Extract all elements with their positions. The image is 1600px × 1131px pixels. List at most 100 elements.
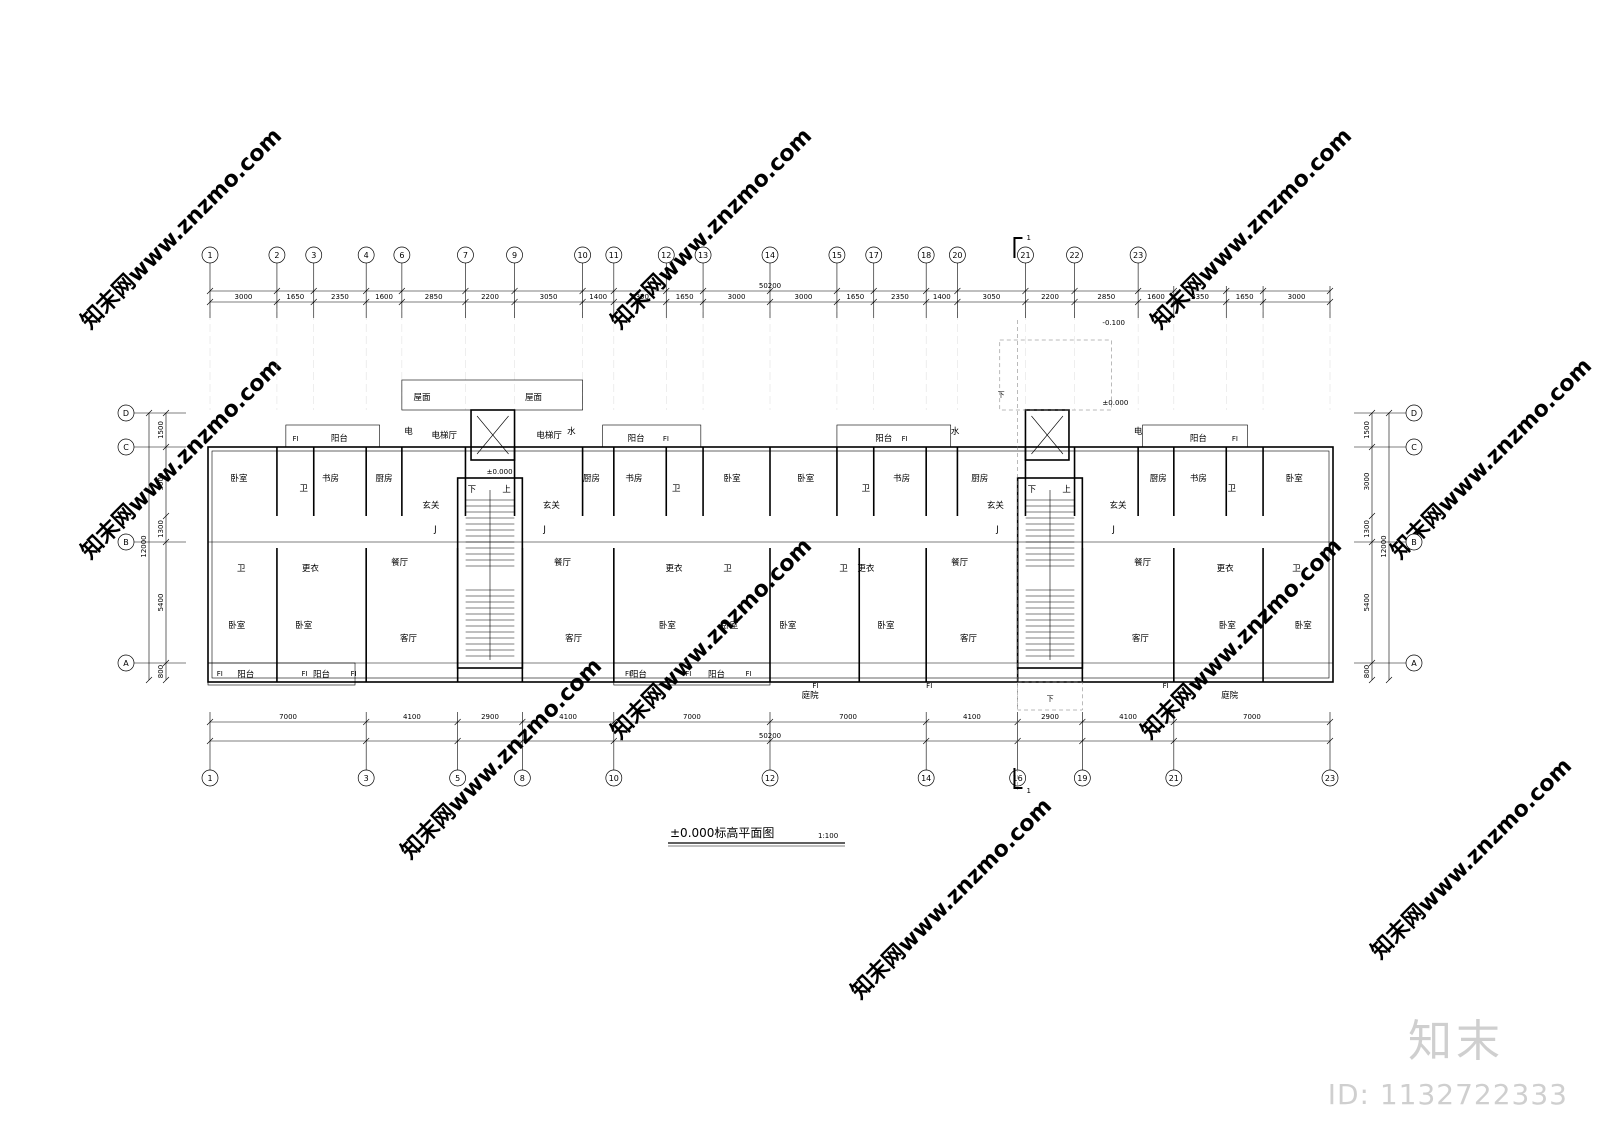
axis-circle xyxy=(917,769,935,787)
axis-circle xyxy=(506,246,523,264)
axis-label: 23 xyxy=(1325,774,1335,783)
dimension-label: 1650 xyxy=(846,293,864,301)
room-label: 阳台 xyxy=(628,433,645,444)
dimension-label: 7000 xyxy=(279,713,297,721)
room-label: 餐厅 xyxy=(554,558,572,568)
axis-label: 21 xyxy=(1020,251,1030,260)
axis-marker: 13 xyxy=(694,246,712,264)
stair-down-label: 下 xyxy=(998,391,1005,399)
axis-circle xyxy=(1066,246,1083,264)
axis-marker: B xyxy=(117,533,135,551)
axis-label: 12 xyxy=(765,774,775,783)
axis-label: 9 xyxy=(512,251,517,260)
axis-marker: 3 xyxy=(305,246,323,264)
axis-label: 1 xyxy=(207,774,212,783)
room-label: 餐厅 xyxy=(1134,558,1152,568)
dimension-label: 2850 xyxy=(425,293,443,301)
room-label: 书房 xyxy=(625,473,642,484)
room-label: 卧室 xyxy=(1219,620,1237,631)
drawing-scale-text: 1:100 xyxy=(818,832,838,840)
axis-marker: 17 xyxy=(865,246,883,264)
axis-marker: 11 xyxy=(605,246,623,264)
axis-label: 6 xyxy=(399,251,404,260)
axis-marker: 10 xyxy=(605,769,623,787)
room-label: 阳台 xyxy=(1190,433,1207,444)
axis-label: C xyxy=(123,443,129,452)
axis-marker: A xyxy=(117,654,135,672)
room-label: 电 xyxy=(404,426,413,437)
dimension-tick xyxy=(162,676,170,684)
axis-label: A xyxy=(123,659,129,668)
dimension-label: 4100 xyxy=(403,713,421,721)
elevator-cross xyxy=(1031,415,1064,455)
axis-marker: A xyxy=(1405,654,1423,672)
axis-label: D xyxy=(1411,409,1417,418)
room-label: 厨房 xyxy=(971,473,988,484)
room-label: 更衣 xyxy=(1217,563,1235,574)
brand-logo-watermark: 知末 xyxy=(1408,1016,1504,1067)
dimension-label: 7000 xyxy=(683,713,701,721)
axis-circle xyxy=(917,246,935,264)
dimension-label: 2350 xyxy=(631,293,649,301)
room-label: 阳台 xyxy=(237,669,254,680)
watermark-text: 知末网www.znzmo.com xyxy=(1366,753,1577,964)
entrance-canopy xyxy=(1017,681,1083,711)
axis-circle xyxy=(657,246,675,264)
dimension-label: 3000 xyxy=(235,293,253,301)
room-label: 阳台 xyxy=(708,669,725,680)
axis-marker: D xyxy=(117,404,135,422)
axis-marker: 10 xyxy=(574,246,591,264)
room-label: 餐厅 xyxy=(951,558,969,568)
axis-circle xyxy=(357,769,375,787)
dimension-label: 1600 xyxy=(1147,293,1165,301)
axis-marker: 5 xyxy=(449,769,466,787)
dimension-label: 7000 xyxy=(1243,713,1261,721)
fire-hydrant-tag: FI xyxy=(293,435,299,443)
axis-label: 19 xyxy=(1077,774,1087,783)
room-label: 卫 xyxy=(672,484,681,494)
level-mark: ±0.000 xyxy=(487,468,513,476)
axis-label: 17 xyxy=(869,251,879,260)
dimension-label: 1650 xyxy=(676,293,694,301)
axis-marker: 19 xyxy=(1074,769,1091,787)
dimension-label: 1400 xyxy=(933,293,951,301)
axis-label: 2 xyxy=(274,251,279,260)
room-label: 厨房 xyxy=(376,473,393,484)
axis-marker: D xyxy=(1405,404,1423,422)
section-mark xyxy=(1013,768,1023,789)
axis-label: 4 xyxy=(364,251,369,260)
axis-circle xyxy=(117,404,135,422)
axis-label: 21 xyxy=(1169,774,1179,783)
room-label: 水 xyxy=(951,426,960,437)
fire-hydrant-tag: FI xyxy=(1163,682,1169,690)
fire-hydrant-tag: FI xyxy=(351,670,357,678)
axis-circle xyxy=(201,769,219,787)
room-label: 书房 xyxy=(893,473,910,484)
axis-circle xyxy=(949,246,966,264)
axis-marker: 1 xyxy=(201,246,219,264)
room-label: 客厅 xyxy=(565,633,583,644)
axis-label: 7 xyxy=(463,251,468,260)
watermark-text: 知末网www.znzmo.com xyxy=(846,793,1057,1004)
axis-label: 18 xyxy=(921,251,931,260)
room-label: 卧室 xyxy=(779,620,797,631)
axis-circle xyxy=(761,246,779,264)
axis-label: 15 xyxy=(832,251,842,260)
section-mark xyxy=(1013,237,1023,258)
axis-circle xyxy=(605,769,623,787)
room-label: 玄关 xyxy=(422,500,440,511)
room-label: 电 xyxy=(1134,426,1143,437)
watermark-text: 知末网www.znzmo.com xyxy=(76,353,287,564)
side-dimension-label: 3000 xyxy=(157,473,165,491)
section-mark-label: 1 xyxy=(1026,234,1030,242)
axis-circle xyxy=(514,769,531,787)
balcony-bottom xyxy=(207,662,356,686)
joint-symbol: J xyxy=(995,525,999,535)
room-label: 书房 xyxy=(1190,473,1207,484)
room-label: 屋面 xyxy=(413,393,431,403)
dimension-label: 4100 xyxy=(1119,713,1137,721)
room-label: 玄关 xyxy=(987,500,1005,511)
axis-marker: 23 xyxy=(1321,769,1339,787)
